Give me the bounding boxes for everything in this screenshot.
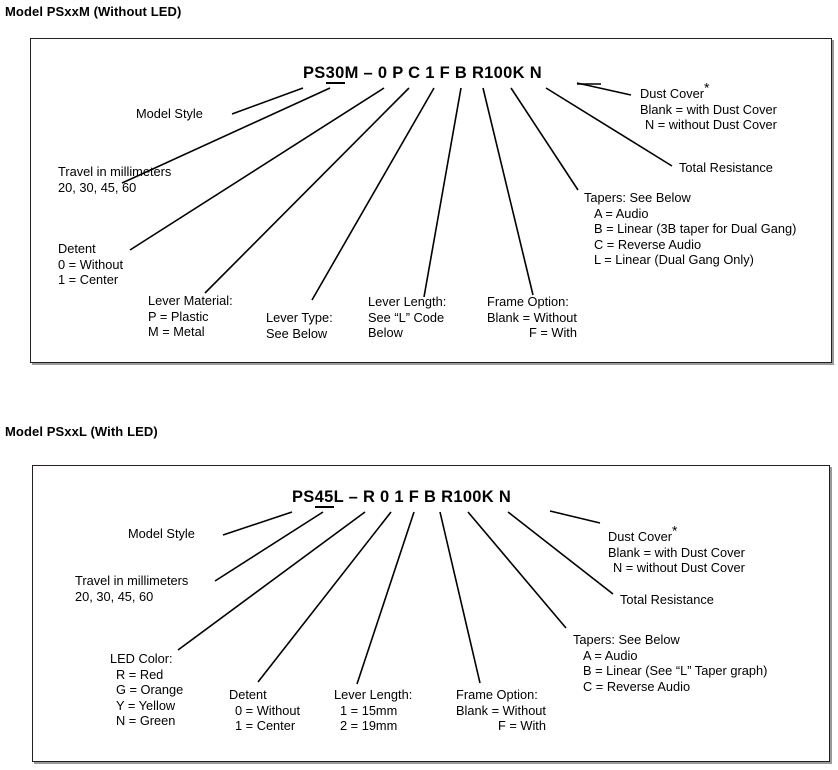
frame-option-line-2: Blank = Without <box>456 702 546 718</box>
diagram-l-box <box>32 465 830 762</box>
diagram-l-label-lever-length: Lever Length: 1 = 15mm 2 = 19mm <box>334 687 412 734</box>
travel-line-2: 20, 30, 45, 60 <box>75 588 154 604</box>
part-number-dash: – <box>363 64 373 82</box>
frame-option-line-1: Frame Option: <box>487 294 569 309</box>
diagram-m-label-lever-type: Lever Type: See Below <box>266 310 333 341</box>
part-number-fields: 0 P C 1 F B R100K N <box>377 64 542 82</box>
lever-length-line-3: 2 = 19mm <box>340 718 398 734</box>
tapers-line-4: C = Reverse Audio <box>594 236 702 252</box>
frame-option-line-3: F = With <box>497 718 546 734</box>
lever-length-line-1: Lever Length: <box>368 294 447 309</box>
led-color-line-1: LED Color: <box>110 651 173 666</box>
diagram-l-label-model-style: Model Style <box>128 526 195 541</box>
dust-cover-title-row: Dust Cover* <box>640 81 777 102</box>
led-color-line-2: R = Red <box>116 666 164 682</box>
led-color-line-5: N = Green <box>116 713 176 729</box>
diagram-m-label-detent: Detent 0 = Without 1 = Center <box>58 241 123 288</box>
lever-length-line-3: Below <box>368 325 403 341</box>
dust-cover-blank: Blank = with Dust Cover <box>640 101 777 117</box>
diagram-m-label-lever-material: Lever Material: P = Plastic M = Metal <box>148 293 233 340</box>
lever-type-line-1: Lever Type: <box>266 310 333 325</box>
lever-material-line-1: Lever Material: <box>148 293 233 308</box>
tapers-line-5: L = Linear (Dual Gang Only) <box>594 252 754 268</box>
travel-line-1: Travel in millimeters <box>58 164 172 179</box>
diagram-m-title: Model PSxxM (Without LED) <box>5 4 182 19</box>
tapers-line-3: B = Linear (See “L” Taper graph) <box>583 663 768 679</box>
diagram-l-label-led-color: LED Color: R = Red G = Orange Y = Yellow… <box>110 651 183 729</box>
lever-material-line-3: M = Metal <box>148 324 205 340</box>
frame-option-line-3: F = With <box>528 325 577 341</box>
diagram-l-part-number: PS45L – R 0 1 F B R100K N <box>292 488 512 508</box>
dust-cover-blank: Blank = with Dust Cover <box>608 544 745 560</box>
diagram-l-label-detent: Detent 0 = Without 1 = Center <box>229 687 300 734</box>
detent-line-2: 0 = Without <box>58 256 124 272</box>
tapers-line-1: Tapers: See Below <box>573 632 680 647</box>
detent-line-2: 0 = Without <box>235 702 301 718</box>
diagram-m-label-frame-option: Frame Option: Blank = Without F = With <box>487 294 577 341</box>
diagram-m-label-dust-cover: Dust Cover* Blank = with Dust Cover N = … <box>640 81 777 133</box>
diagram-l-label-tapers: Tapers: See Below A = Audio B = Linear (… <box>573 632 767 694</box>
part-number-fields: R 0 1 F B R100K N <box>362 488 512 506</box>
dust-cover-n: N = without Dust Cover <box>644 117 777 133</box>
part-number-dash: – <box>348 488 359 506</box>
diagram-l-title: Model PSxxL (With LED) <box>5 424 158 439</box>
diagram-m-label-tapers: Tapers: See Below A = Audio B = Linear (… <box>584 190 796 268</box>
diagram-l-label-dust-cover: Dust Cover* Blank = with Dust Cover N = … <box>608 524 745 576</box>
diagram-m-label-model-style: Model Style <box>136 106 203 121</box>
dust-cover-title: Dust Cover <box>640 86 705 101</box>
part-number-style: M <box>344 64 359 82</box>
part-number-prefix: PS <box>303 64 326 82</box>
led-color-line-4: Y = Yellow <box>116 697 176 713</box>
travel-line-1: Travel in millimeters <box>75 573 189 588</box>
travel-line-2: 20, 30, 45, 60 <box>58 179 137 195</box>
diagram-l-label-frame-option: Frame Option: Blank = Without F = With <box>456 687 546 734</box>
diagram-m-label-travel: Travel in millimeters 20, 30, 45, 60 <box>58 164 171 195</box>
detent-line-3: 1 = Center <box>235 718 296 734</box>
detent-line-3: 1 = Center <box>58 272 119 288</box>
dust-cover-n: N = without Dust Cover <box>612 560 745 576</box>
tapers-line-1: Tapers: See Below <box>584 190 691 205</box>
diagram-l-label-travel: Travel in millimeters 20, 30, 45, 60 <box>75 573 188 604</box>
lever-material-line-2: P = Plastic <box>148 308 209 324</box>
dust-cover-asterisk: * <box>672 522 678 539</box>
led-color-line-3: G = Orange <box>116 682 184 698</box>
dust-cover-title: Dust Cover <box>608 529 673 544</box>
tapers-line-4: C = Reverse Audio <box>583 678 691 694</box>
lever-length-line-2: See “L” Code <box>368 309 445 325</box>
frame-option-line-1: Frame Option: <box>456 687 538 702</box>
dust-cover-title-row: Dust Cover* <box>608 524 745 545</box>
tapers-line-2: A = Audio <box>583 647 638 663</box>
part-number-travel: 45 <box>314 488 334 508</box>
lever-length-line-1: Lever Length: <box>334 687 413 702</box>
tapers-line-2: A = Audio <box>594 205 649 221</box>
dust-cover-asterisk: * <box>704 79 710 96</box>
detent-line-1: Detent <box>229 687 267 702</box>
part-number-travel: 30 <box>325 64 345 84</box>
detent-line-1: Detent <box>58 241 96 256</box>
lever-length-line-2: 1 = 15mm <box>340 702 398 718</box>
part-number-style: L <box>333 488 344 506</box>
frame-option-line-2: Blank = Without <box>487 309 577 325</box>
diagram-l-label-total-resistance: Total Resistance <box>620 592 714 607</box>
part-number-prefix: PS <box>292 488 315 506</box>
diagram-m-label-lever-length: Lever Length: See “L” Code Below <box>368 294 446 341</box>
diagram-m-part-number: PS30M – 0 P C 1 F B R100K N <box>303 64 542 84</box>
diagram-m-label-total-resistance: Total Resistance <box>679 160 773 175</box>
lever-type-line-2: See Below <box>266 325 328 341</box>
tapers-line-3: B = Linear (3B taper for Dual Gang) <box>594 221 797 237</box>
